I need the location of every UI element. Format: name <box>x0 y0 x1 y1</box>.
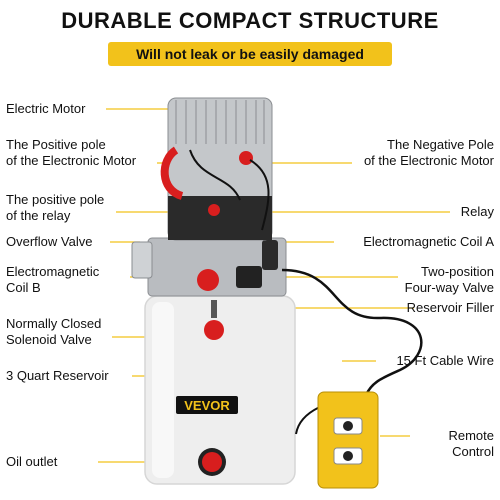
label-oil-outlet: Oil outlet <box>6 454 58 469</box>
coil-b-cap-icon <box>197 269 219 291</box>
label-reservoir-filler: Reservoir Filler <box>406 300 494 315</box>
cable-wire <box>281 268 423 396</box>
label-cable-wire: 15 Ft Cable Wire <box>396 353 494 368</box>
label-positive-pole-motor: The Positive pole of the Electronic Moto… <box>6 137 137 168</box>
negative-pole-motor-icon <box>239 151 253 165</box>
label-solenoid-valve: Normally Closed Solenoid Valve <box>6 316 102 347</box>
relay-housing <box>168 196 272 240</box>
remote-control-body <box>317 391 379 489</box>
subtitle-banner: Will not leak or be easily damaged <box>108 42 392 66</box>
label-coil-a: Electromagnetic Coil A <box>363 234 494 249</box>
label-electric-motor: Electric Motor <box>6 101 86 116</box>
remote-down-button-icon <box>343 451 353 461</box>
label-four-way-valve: Two-position Four-way Valve <box>404 264 494 295</box>
page-title: DURABLE COMPACT STRUCTURE <box>61 8 439 33</box>
label-negative-pole-motor: The Negative Pole of the Electronic Moto… <box>363 137 494 168</box>
label-reservoir: 3 Quart Reservoir <box>6 368 109 383</box>
brand-badge <box>176 396 238 414</box>
overflow-valve-icon <box>131 241 153 279</box>
motor-fins <box>175 100 265 144</box>
brand-logo: VEVOR <box>184 398 230 413</box>
oil-outlet-icon <box>202 452 222 472</box>
solenoid-valve-icon <box>204 320 224 340</box>
label-positive-pole-relay: The positive pole of the relay <box>6 192 105 223</box>
label-coil-b: Electromagnetic Coil B <box>6 264 100 295</box>
label-overflow-valve: Overflow Valve <box>6 234 93 249</box>
four-way-valve-icon <box>236 266 262 288</box>
tank-highlight <box>152 302 174 478</box>
positive-pole-relay-icon <box>208 204 220 216</box>
label-relay: Relay <box>460 204 494 219</box>
coil-a-icon <box>262 240 278 270</box>
label-remote-control: Remote Control <box>448 428 494 459</box>
positive-pole-motor-icon <box>160 146 184 200</box>
remote-up-button-icon <box>343 421 353 431</box>
